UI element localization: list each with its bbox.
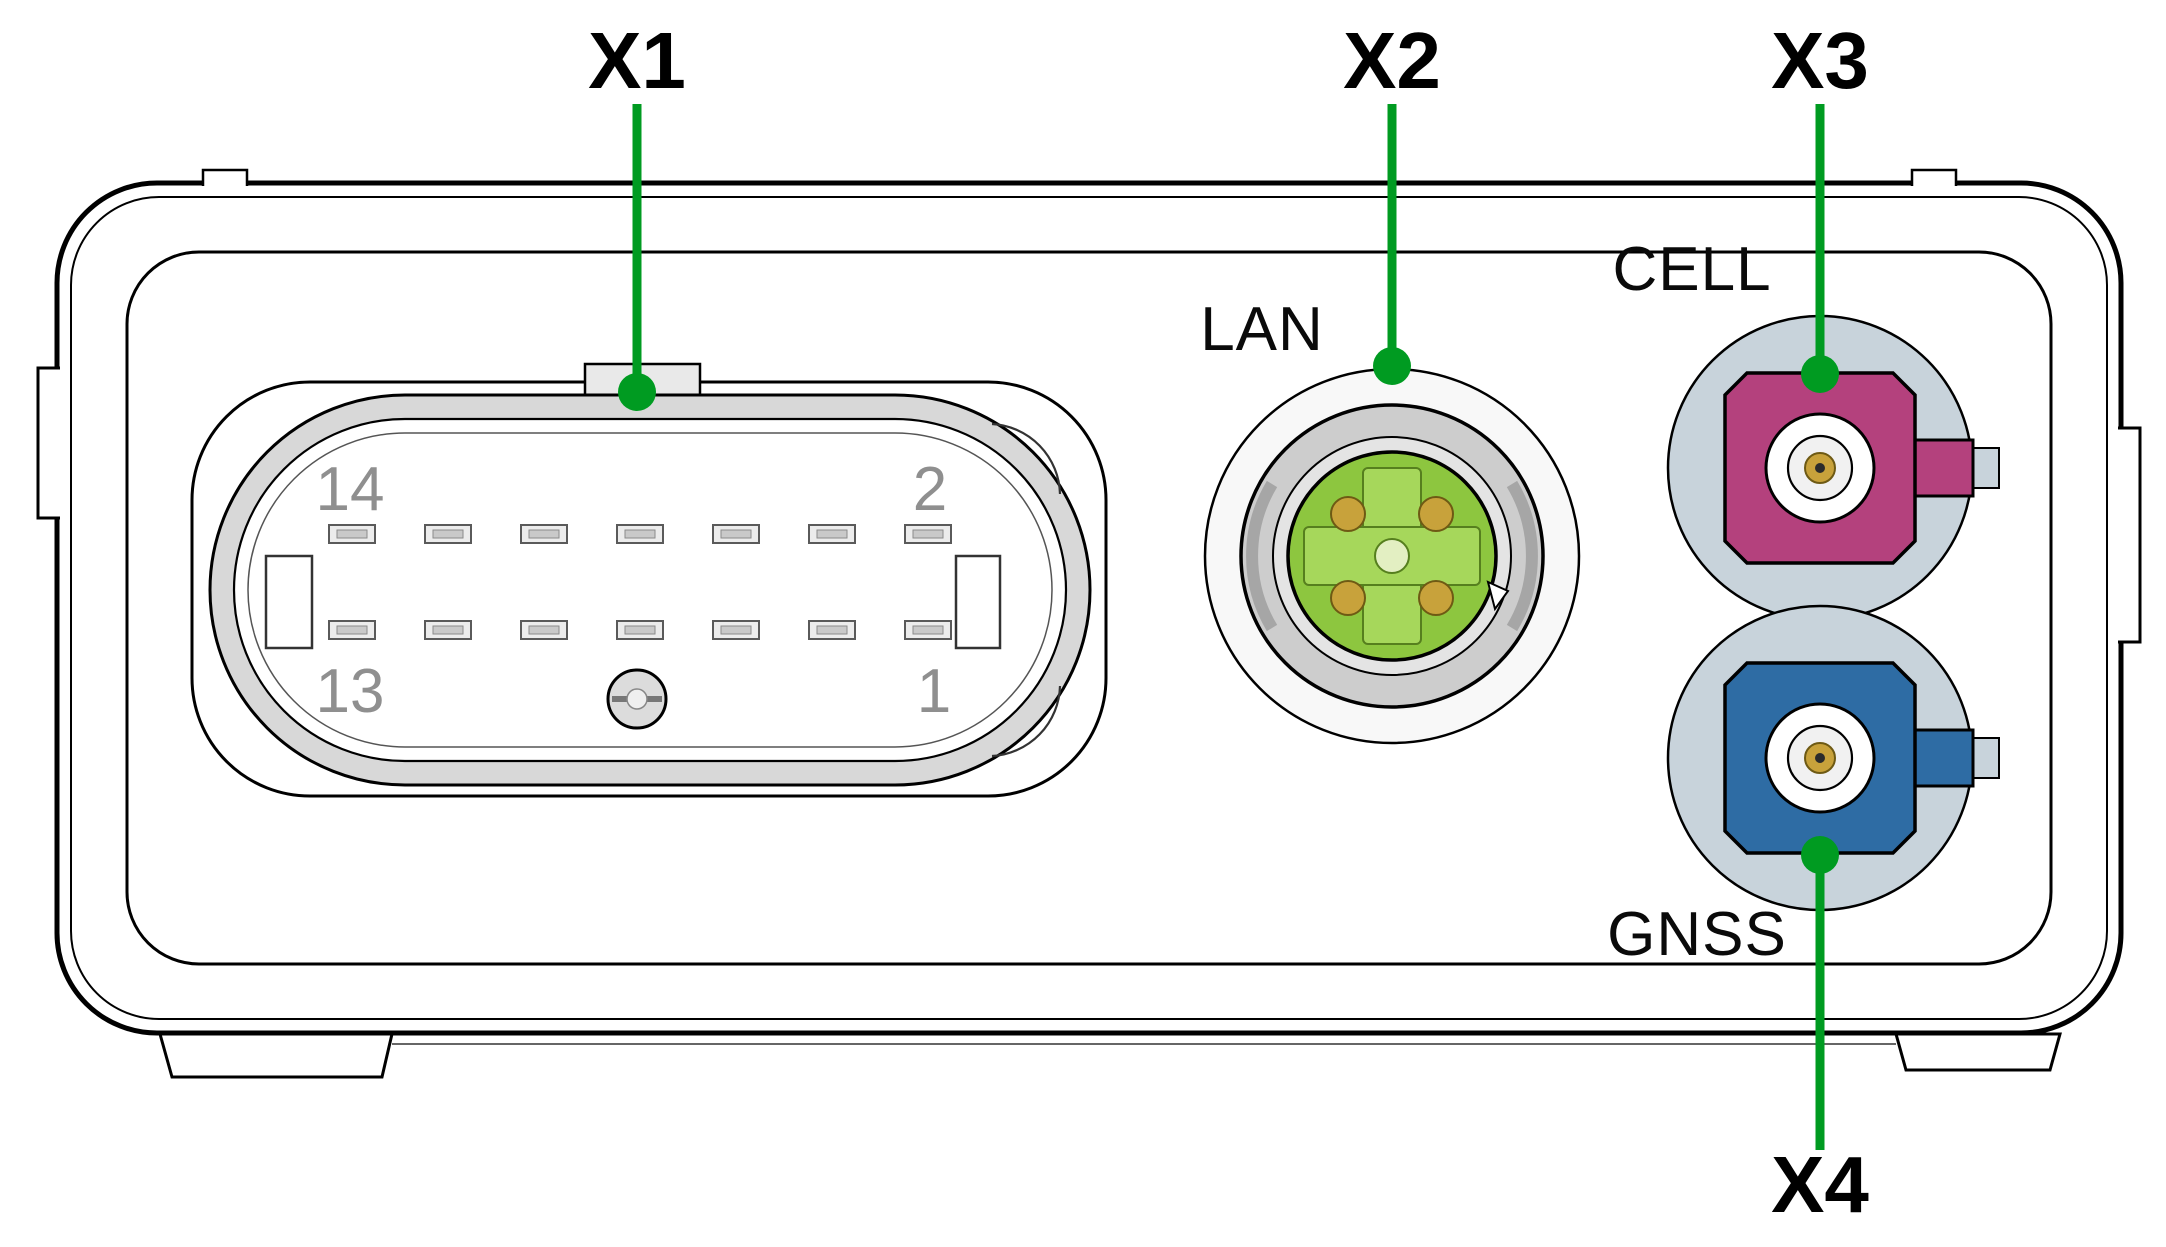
cell-latch-end: [1970, 447, 2000, 489]
top-right-notch: [1910, 168, 1958, 186]
x1-shroud-wall-line: [247, 432, 1053, 748]
cell-label: CELL: [1612, 235, 1771, 304]
x1-corner-guide-bottom: [991, 685, 1062, 758]
right-foot: [1894, 1032, 2062, 1072]
callout-label-x3: X3: [1771, 16, 1869, 105]
cell-pin-bore: [1815, 463, 1825, 473]
x1-key-slot-left: [264, 554, 314, 650]
x1-pin: [520, 620, 568, 640]
gnss-latch: [1911, 728, 1975, 788]
lan-center-hole: [1374, 538, 1410, 574]
gnss-latch-end: [1970, 737, 2000, 779]
gnss-label: GNSS: [1607, 900, 1787, 969]
pin-slot: [528, 529, 560, 539]
pin-slot: [528, 625, 560, 635]
callout-dot-x1: [618, 373, 656, 411]
enclosure-inner-edge: [70, 196, 2108, 1020]
pin-slot: [432, 625, 464, 635]
callout-dot-x2: [1373, 347, 1411, 385]
x1-pin-row-bottom: [328, 620, 952, 640]
pin-slot: [720, 625, 752, 635]
x1-pin: [904, 524, 952, 544]
x1-pin-number-bottom-left: 13: [316, 657, 385, 726]
callouts: X1 X2 X3 X4: [588, 16, 1869, 1229]
pin-slot: [912, 529, 944, 539]
x1-pin: [808, 524, 856, 544]
x1-pin: [616, 524, 664, 544]
cell-latch: [1911, 438, 1975, 498]
x1-pin: [712, 524, 760, 544]
lan-label: LAN: [1200, 295, 1324, 364]
x1-key-slot-right: [954, 554, 1002, 650]
pin-slot: [432, 529, 464, 539]
pin-slot: [624, 529, 656, 539]
lan-pin: [1418, 580, 1454, 616]
x1-pin: [424, 620, 472, 640]
x1-pin: [712, 620, 760, 640]
right-mount-tab: [2118, 426, 2142, 644]
x1-pin: [904, 620, 952, 640]
lan-pin: [1418, 496, 1454, 532]
pin-slot: [336, 529, 368, 539]
connector-gnss: GNSS: [1607, 604, 2000, 969]
lan-ring-shade-left: [1246, 480, 1278, 632]
callout-label-x4: X4: [1771, 1140, 1869, 1229]
callout-dot-x3: [1801, 355, 1839, 393]
lan-pin: [1330, 580, 1366, 616]
pin-slot: [720, 529, 752, 539]
callout-label-x1: X1: [588, 16, 686, 105]
x1-pin-row-top: [328, 524, 952, 544]
left-mount-tab: [36, 366, 60, 520]
x1-corner-guide-top: [991, 422, 1062, 495]
connector-x1: 14 2 13 1: [190, 362, 1108, 798]
connector-lan: LAN: [1200, 295, 1581, 745]
top-left-notch: [201, 168, 249, 186]
x1-pin: [616, 620, 664, 640]
pin-slot: [336, 625, 368, 635]
pin-slot: [816, 529, 848, 539]
gnss-pin-bore: [1815, 753, 1825, 763]
callout-label-x2: X2: [1343, 16, 1441, 105]
x1-pin: [328, 524, 376, 544]
callout-dot-x4: [1801, 836, 1839, 874]
x1-screw-center: [626, 688, 648, 710]
x1-pin-number-bottom-right: 1: [917, 657, 951, 726]
x1-pin: [328, 620, 376, 640]
x1-pin: [808, 620, 856, 640]
pin-slot: [816, 625, 848, 635]
left-foot: [158, 1032, 394, 1079]
x1-pin-number-top-right: 2: [913, 455, 947, 524]
lan-ring-shade-right: [1506, 480, 1538, 632]
x1-pin-number-top-left: 14: [316, 455, 385, 524]
lan-keyway-notch: [1486, 580, 1510, 612]
x1-pin: [424, 524, 472, 544]
x1-shroud-inner: [232, 417, 1068, 763]
pin-slot: [624, 625, 656, 635]
connector-cell: CELL: [1612, 235, 2000, 622]
pin-slot: [912, 625, 944, 635]
x1-pin: [520, 524, 568, 544]
lan-pin: [1330, 496, 1366, 532]
